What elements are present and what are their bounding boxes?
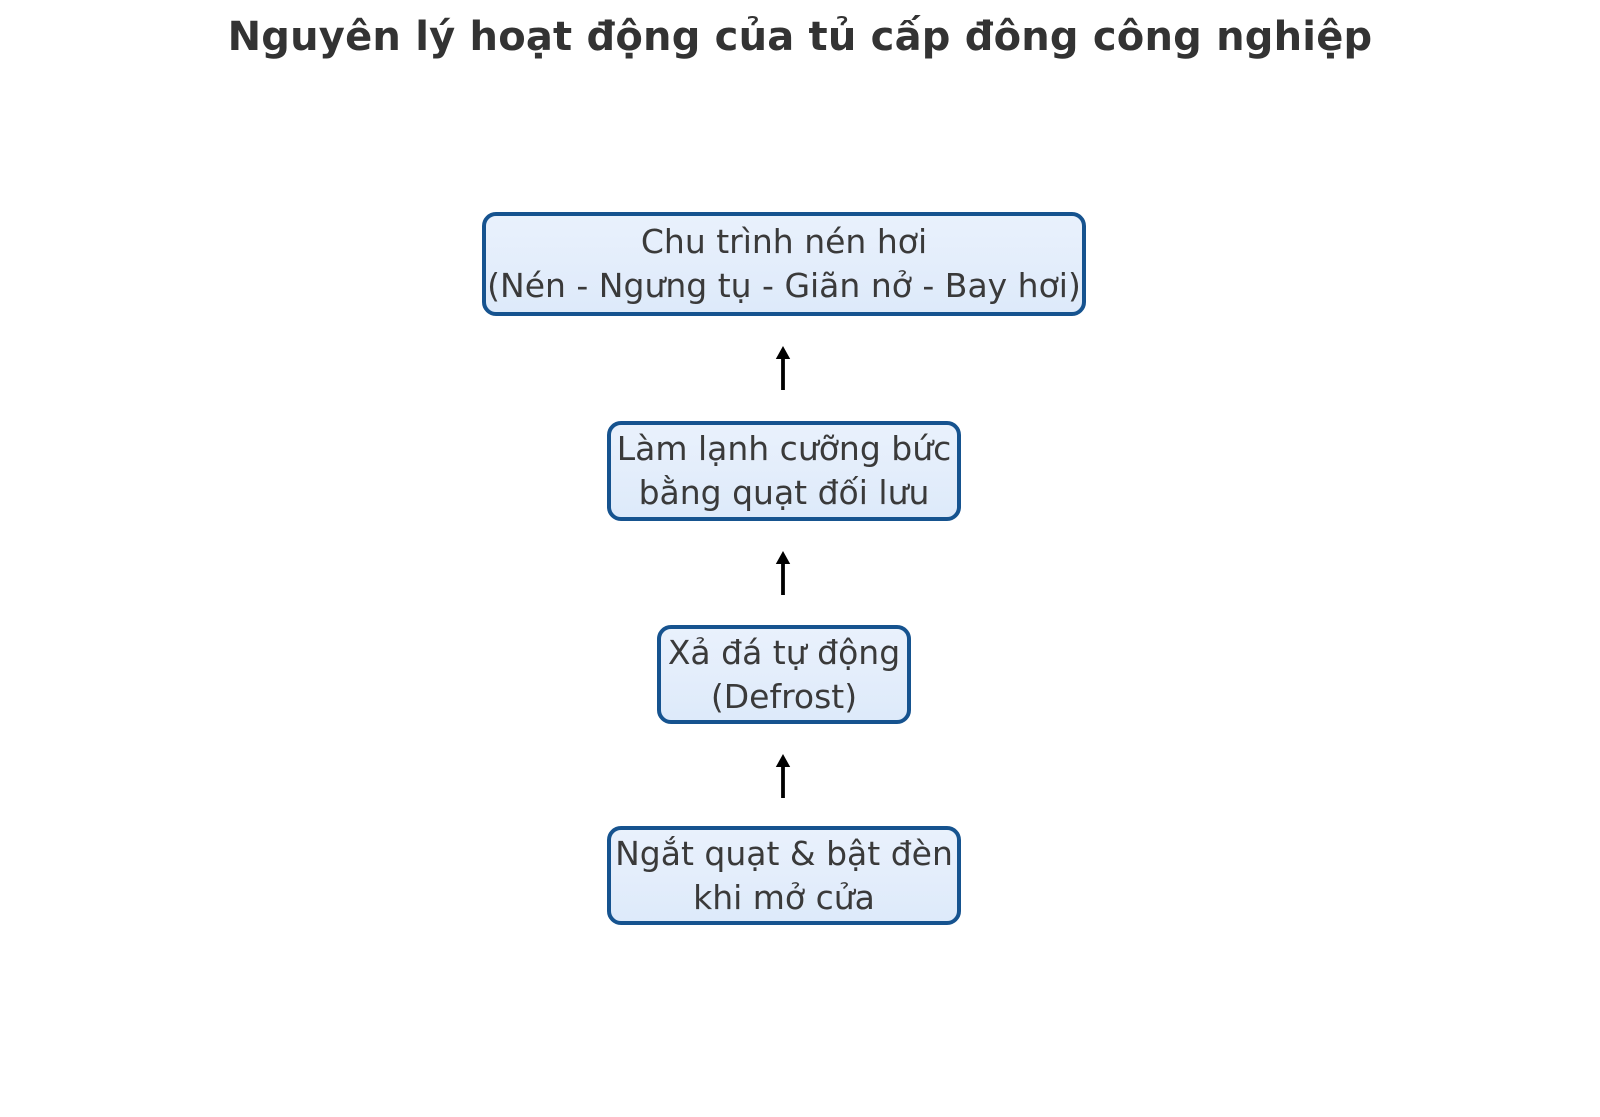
node-door-switch-line-2: khi mở cửa [693,877,875,917]
node-forced-cooling-line-1: Làm lạnh cưỡng bức [616,429,952,469]
arrow-up-icon-forced-cooling-to-compression [775,346,791,390]
node-compression-line-1: Chu trình nén hơi [640,222,928,262]
arrow-up-icon-defrost-to-forced-cooling [775,551,791,595]
node-door-switch[interactable]: Ngắt quạt & bật đèn khi mở cửa [607,826,961,925]
node-door-switch-line-1: Ngắt quạt & bật đèn [615,833,953,873]
node-compression-line-2: (Nén - Ngưng tụ - Giãn nở - Bay hơi) [487,266,1081,305]
page-title: Nguyên lý hoạt động của tủ cấp đông công… [227,14,1373,60]
node-compression[interactable]: Chu trình nén hơi (Nén - Ngưng tụ - Giãn… [482,212,1086,316]
node-forced-cooling[interactable]: Làm lạnh cưỡng bức bằng quạt đối lưu [607,421,961,521]
node-defrost-line-1: Xả đá tự động [667,632,901,672]
node-defrost-line-2: (Defrost) [710,676,858,716]
node-defrost[interactable]: Xả đá tự động (Defrost) [657,625,911,724]
arrow-up-icon-door-switch-to-defrost [775,754,791,798]
node-forced-cooling-line-2: bằng quạt đối lưu [638,473,930,512]
